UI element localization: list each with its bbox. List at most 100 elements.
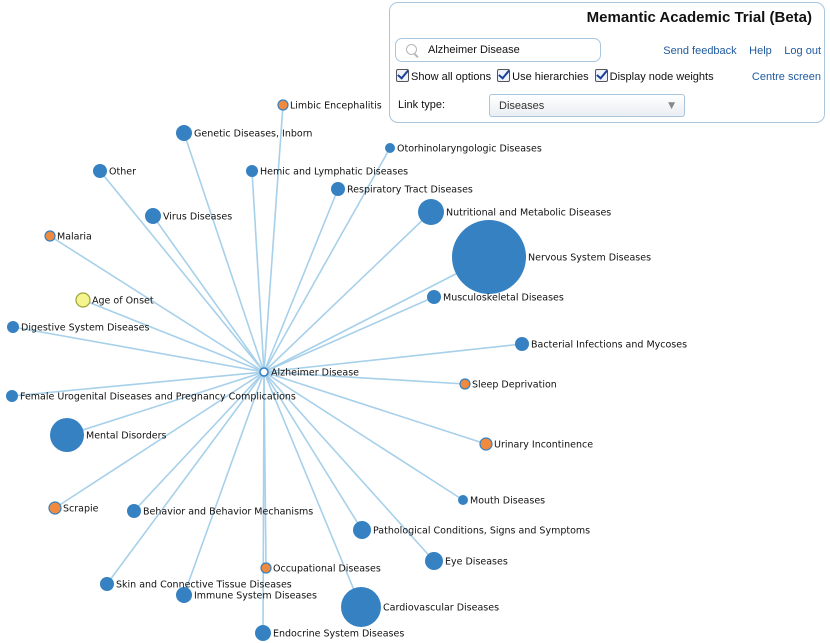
node-label[interactable]: Scrapie <box>63 504 99 515</box>
graph-node[interactable] <box>331 182 345 196</box>
node-label[interactable]: Mouth Diseases <box>470 496 545 507</box>
log-out-link[interactable]: Log out <box>784 45 821 57</box>
node-label[interactable]: Genetic Diseases, Inborn <box>194 129 312 140</box>
node-label[interactable]: Immune System Diseases <box>194 591 317 602</box>
graph-node[interactable] <box>452 220 526 294</box>
node-label[interactable]: Other <box>109 167 136 178</box>
graph-node[interactable] <box>44 230 56 242</box>
graph-node[interactable] <box>418 199 444 225</box>
node-label[interactable]: Skin and Connective Tissue Diseases <box>116 580 292 591</box>
node-label[interactable]: Malaria <box>57 232 92 243</box>
node-label[interactable]: Nutritional and Metabolic Diseases <box>446 208 611 219</box>
node-label[interactable]: Pathological Conditions, Signs and Sympt… <box>373 526 590 537</box>
graph-node[interactable] <box>145 208 161 224</box>
graph-nodes[interactable] <box>6 99 529 641</box>
edge <box>251 170 265 373</box>
edge <box>106 371 265 585</box>
search-box[interactable] <box>395 38 601 62</box>
graph-node[interactable] <box>427 290 441 304</box>
send-feedback-link[interactable]: Send feedback <box>663 45 737 57</box>
graph-node[interactable] <box>458 495 468 505</box>
graph-node[interactable] <box>385 143 395 153</box>
node-label[interactable]: Behavior and Behavior Mechanisms <box>143 507 313 518</box>
checkbox-display-node-weights[interactable] <box>594 69 608 82</box>
node-label[interactable]: Urinary Incontinence <box>494 440 593 451</box>
node-label[interactable]: Endocrine System Diseases <box>273 629 404 640</box>
node-label[interactable]: Limbic Encephalitis <box>290 101 382 112</box>
graph-node[interactable] <box>459 378 471 390</box>
node-label[interactable]: Bacterial Infections and Mycoses <box>531 340 687 351</box>
checkbox-use-hierarchies[interactable] <box>497 69 511 82</box>
edge <box>66 371 265 436</box>
node-label[interactable]: Occupational Diseases <box>273 564 381 575</box>
edge <box>263 371 362 608</box>
edge <box>54 371 265 509</box>
search-icon <box>406 44 417 55</box>
centre-screen-link[interactable]: Centre screen <box>751 71 821 83</box>
link-type-label: Link type: <box>398 99 446 111</box>
option-use-hierarchies[interactable]: Use hierarchies <box>497 69 589 83</box>
node-label[interactable]: Cardiovascular Diseases <box>383 603 499 614</box>
graph-node[interactable] <box>479 437 493 451</box>
edge <box>183 132 265 373</box>
graph-node[interactable] <box>425 552 443 570</box>
graph-node[interactable] <box>341 587 381 627</box>
edge <box>49 235 265 373</box>
chevron-down-icon: ▼ <box>668 101 675 111</box>
edge <box>183 371 265 596</box>
edge <box>262 371 265 634</box>
graph-node[interactable] <box>246 165 258 177</box>
center-node[interactable] <box>259 367 269 377</box>
node-label[interactable]: Eye Diseases <box>445 557 508 568</box>
node-label[interactable]: Female Urogenital Diseases and Pregnancy… <box>20 392 296 403</box>
edge <box>133 371 265 512</box>
edge <box>263 296 435 373</box>
graph-node[interactable] <box>255 625 271 641</box>
link-type-select[interactable]: Diseases ▼ <box>489 94 685 117</box>
node-label[interactable]: Otorhinolaryngologic Diseases <box>397 144 542 155</box>
control-panel: Memantic Academic Trial (Beta) Send feed… <box>389 2 825 123</box>
edge <box>263 343 523 373</box>
edge <box>152 215 265 373</box>
edge <box>263 147 391 373</box>
graph-node[interactable] <box>48 501 62 515</box>
node-label[interactable]: Virus Diseases <box>163 212 232 223</box>
graph-node[interactable] <box>176 587 192 603</box>
node-label[interactable]: Respiratory Tract Diseases <box>347 185 473 196</box>
graph-node[interactable] <box>127 504 141 518</box>
edge <box>263 188 339 373</box>
graph-node[interactable] <box>6 390 18 402</box>
edge <box>263 371 466 385</box>
edge <box>82 299 265 373</box>
graph-node[interactable] <box>260 562 272 574</box>
edge <box>263 371 363 531</box>
header-links: Send feedback Help Log out <box>654 44 821 57</box>
node-label[interactable]: Musculoskeletal Diseases <box>443 293 564 304</box>
node-label[interactable]: Sleep Deprivation <box>472 380 557 391</box>
help-link[interactable]: Help <box>749 45 772 57</box>
node-label[interactable]: Hemic and Lymphatic Diseases <box>260 167 408 178</box>
option-show-all[interactable]: Show all options <box>396 69 491 83</box>
center-node-label[interactable]: Alzheimer Disease <box>271 368 359 379</box>
checkbox-show-all-options[interactable] <box>396 69 409 82</box>
graph-node[interactable] <box>100 577 114 591</box>
node-label[interactable]: Mental Disorders <box>86 431 167 442</box>
edge <box>99 170 265 373</box>
graph-node[interactable] <box>176 125 192 141</box>
search-input[interactable] <box>428 42 596 58</box>
edge <box>11 371 265 397</box>
graph-node[interactable] <box>515 337 529 351</box>
node-label[interactable]: Age of Onset <box>92 296 154 307</box>
graph-node[interactable] <box>7 321 19 333</box>
graph-node[interactable] <box>93 164 107 178</box>
options-row: Show all options Use hierarchies Display… <box>396 69 717 83</box>
graph-node[interactable] <box>50 418 84 452</box>
option-display-node-weights[interactable]: Display node weights <box>594 69 714 83</box>
graph-node[interactable] <box>353 521 371 539</box>
node-label[interactable]: Digestive System Diseases <box>21 323 149 334</box>
graph-node[interactable] <box>75 292 91 308</box>
graph-node[interactable] <box>277 99 289 111</box>
node-label[interactable]: Nervous System Diseases <box>528 253 651 264</box>
